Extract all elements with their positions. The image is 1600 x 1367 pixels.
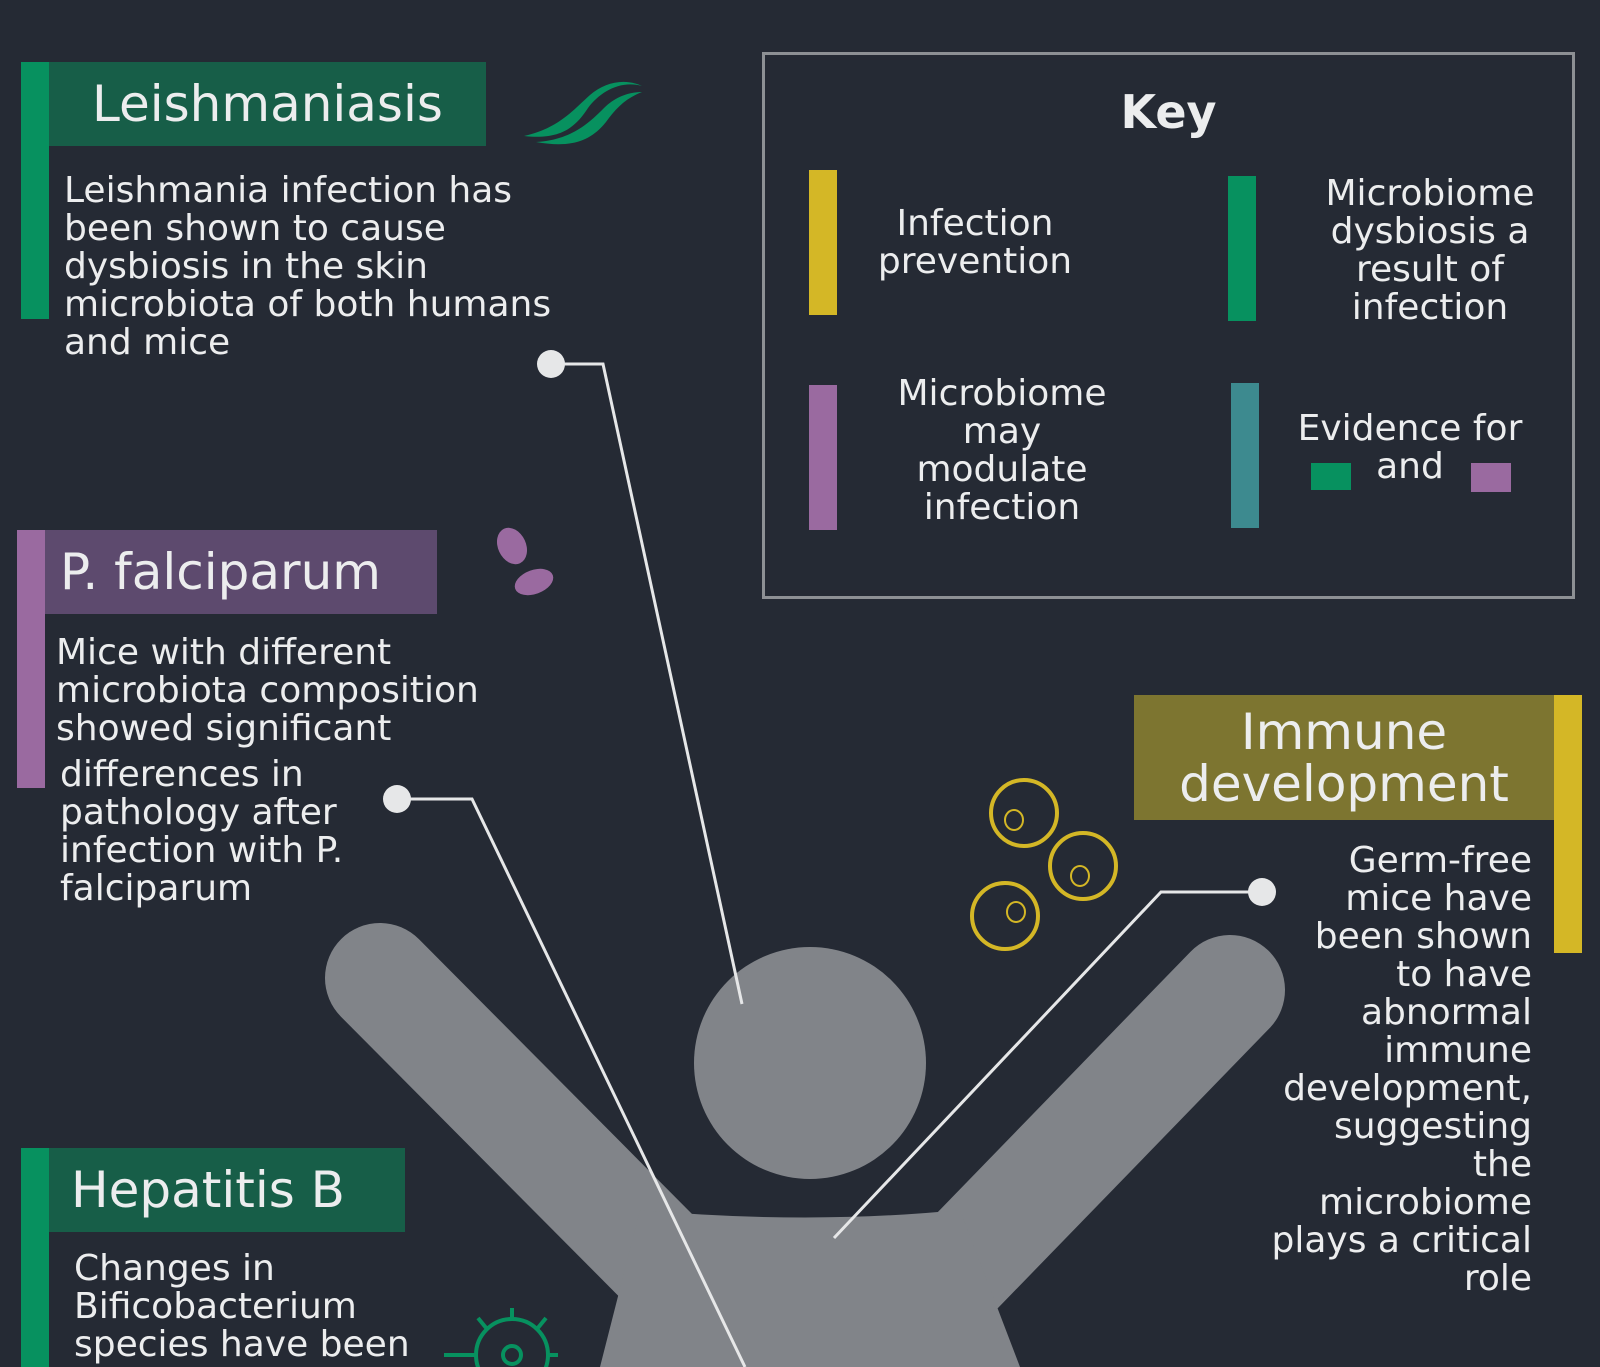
key-evidence-purple-chip: [1471, 463, 1511, 492]
connector-falciparum: [397, 797, 747, 1367]
connector-dot-immune: [1248, 878, 1276, 906]
connector-immune: [832, 890, 1262, 1240]
connector-lines: [397, 362, 1262, 1367]
connector-leishmaniasis: [551, 362, 744, 1005]
leishmaniasis-title: Leishmaniasis: [92, 75, 443, 133]
key-label-evidence: Evidence for and: [1297, 408, 1523, 487]
key-label-dysbiosis: Microbiome dysbiosis a result of infecti…: [1325, 173, 1535, 328]
virus-icon: [444, 1308, 558, 1367]
leishmaniasis-accent-bar: [21, 62, 49, 319]
leaf-icon: [524, 81, 642, 145]
parasite-icon: [496, 527, 554, 596]
immune-title-line1: Immune: [1240, 702, 1448, 761]
connector-dot-leishmaniasis: [537, 350, 565, 378]
falciparum-text-lower: differences in pathology after infection…: [60, 754, 344, 909]
hepatitis-text: Changes in Bificobacterium species have …: [74, 1248, 410, 1365]
falciparum-text-upper: Mice with different microbiota compositi…: [56, 632, 479, 749]
figure-torso: [600, 1210, 1020, 1367]
hepatitis-title-banner: Hepatitis B: [49, 1148, 405, 1232]
key-swatch-dysbiosis: [1228, 176, 1256, 321]
key-swatch-evidence: [1231, 383, 1259, 528]
falciparum-accent-bar: [17, 530, 45, 788]
immune-text: Germ-free mice have been shown to have a…: [1271, 840, 1533, 1299]
cell-icon: [970, 778, 1118, 951]
key-swatch-infection-prevention: [809, 170, 837, 315]
key-swatch-modulate: [809, 385, 837, 530]
figure-head: [694, 947, 926, 1179]
key-label-infection-prevention: Infection prevention: [877, 203, 1073, 282]
immune-title-line2: development: [1179, 754, 1509, 813]
hepatitis-title: Hepatitis B: [71, 1161, 345, 1219]
leishmaniasis-title-banner: Leishmaniasis: [49, 62, 486, 146]
key-label-modulate: Microbiome may modulate infection: [897, 373, 1107, 528]
falciparum-title: P. falciparum: [60, 543, 381, 601]
key-evidence-green-chip: [1311, 463, 1351, 490]
human-figure: [325, 923, 1285, 1367]
hepatitis-accent-bar: [21, 1148, 49, 1367]
falciparum-title-banner: P. falciparum: [45, 530, 437, 614]
key-legend: Key Infection prevention Microbiome dysb…: [762, 52, 1575, 599]
immune-accent-bar: [1554, 695, 1582, 953]
connector-dot-falciparum: [383, 785, 411, 813]
immune-title-banner: Immune development: [1134, 695, 1554, 820]
key-title: Key: [1120, 85, 1217, 139]
leishmaniasis-text: Leishmania infection has been shown to c…: [64, 170, 552, 363]
